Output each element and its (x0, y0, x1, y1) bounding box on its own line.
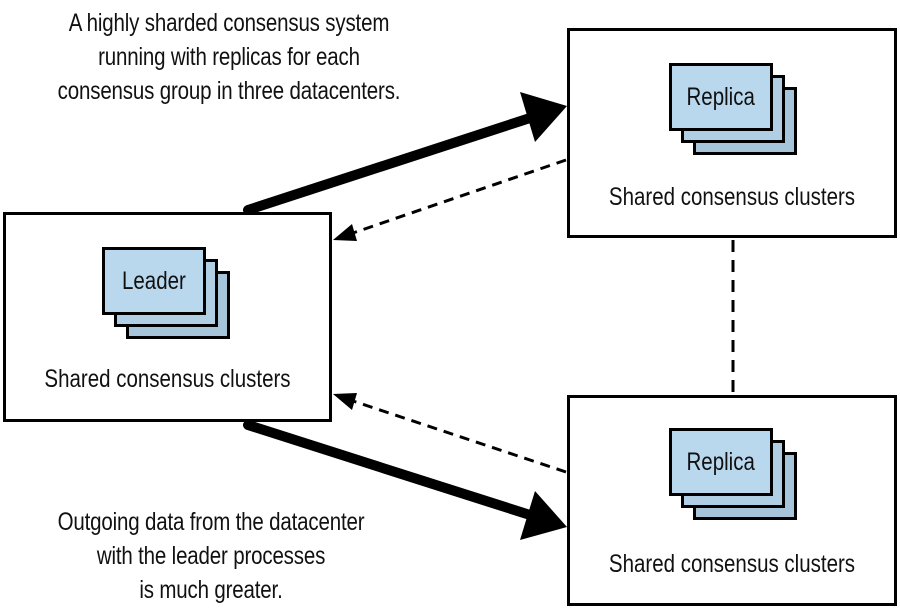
replica-process-stack: Replica (669, 428, 801, 528)
replica-process-stack: Replica (669, 63, 801, 163)
bottom-caption: Outgoing data from the datacenter with t… (57, 508, 365, 604)
cluster-label: Shared consensus clusters (608, 550, 856, 578)
leader-label: Leader (122, 266, 186, 295)
replica-datacenter-1: Replica Shared consensus clusters (567, 28, 897, 238)
cluster-label: Shared consensus clusters (44, 365, 291, 393)
cluster-label: Shared consensus clusters (608, 183, 856, 211)
replica-label: Replica (686, 447, 756, 476)
leader-card: Leader (102, 247, 206, 315)
replica-datacenter-2: Replica Shared consensus clusters (567, 395, 897, 606)
outgoing-arrow-to-replica-2 (243, 420, 567, 540)
leader-datacenter: Leader Shared consensus clusters (3, 212, 332, 422)
replica-label: Replica (686, 82, 756, 111)
outgoing-arrow-to-replica-1 (243, 92, 567, 215)
return-arrow-from-replica-1 (333, 158, 567, 241)
return-arrow-from-replica-2 (333, 393, 567, 474)
top-caption: A highly sharded consensus system runnin… (57, 9, 401, 105)
leader-process-stack: Leader (102, 247, 234, 347)
replica-card: Replica (669, 428, 773, 496)
replica-card: Replica (669, 63, 773, 131)
